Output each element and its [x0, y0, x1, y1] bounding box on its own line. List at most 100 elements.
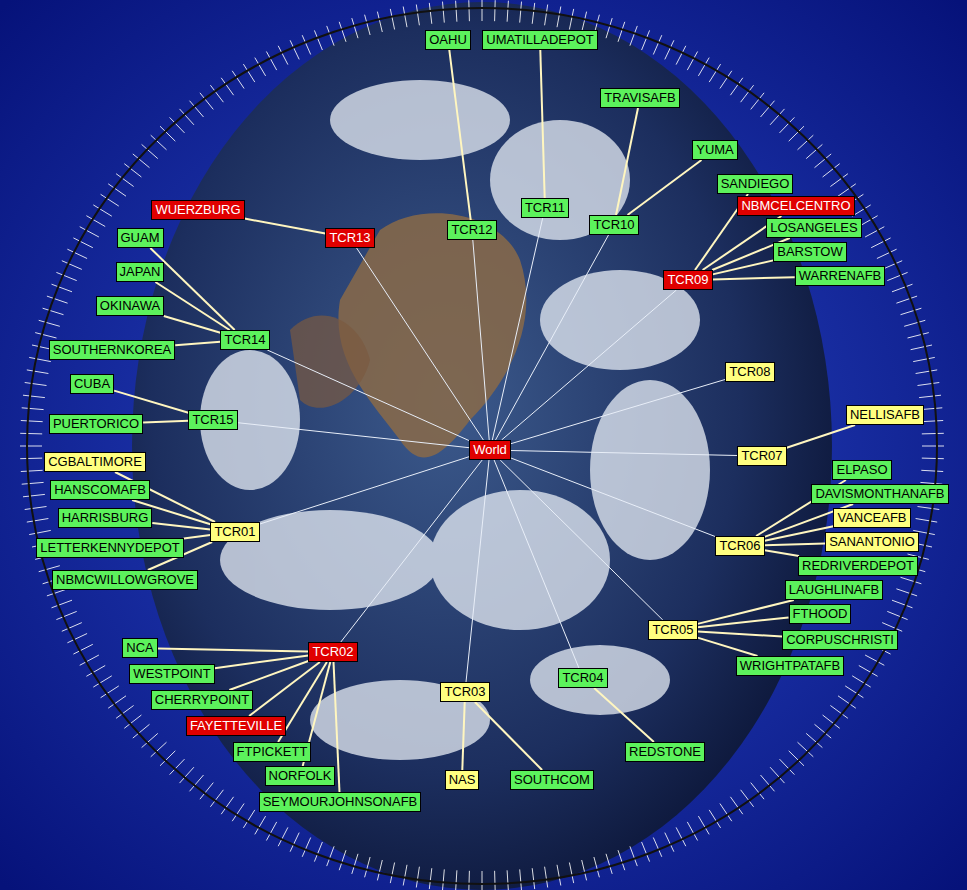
site-node: SEYMOURJOHNSONAFB: [259, 792, 422, 812]
spoke-tick: [352, 18, 358, 38]
tree-connector: [475, 702, 542, 770]
spoke-tick: [569, 863, 573, 884]
spoke-tick: [545, 867, 548, 888]
spoke-tick: [892, 284, 913, 292]
spoke-tick: [468, 871, 470, 890]
node-label: BARSTOW: [777, 244, 843, 259]
node-label: TCR01: [214, 524, 255, 539]
spoke-tick: [365, 15, 371, 35]
node-label: World: [473, 442, 507, 457]
node-label: SOUTHERNKOREA: [53, 342, 171, 357]
spoke-tick: [27, 370, 49, 374]
spoke-tick: [47, 296, 68, 303]
region-node: TCR12: [447, 220, 496, 240]
spoke-tick: [23, 494, 45, 496]
spoke-tick: [904, 320, 925, 326]
spoke-tick: [918, 507, 940, 510]
node-label: REDRIVERDEPOT: [802, 558, 914, 573]
spoke-tick: [520, 2, 522, 23]
spoke-tick: [642, 30, 650, 50]
spoke-tick: [922, 458, 944, 460]
node-label: TCR10: [593, 217, 634, 232]
site-node: SOUTHERNKOREA: [49, 340, 175, 360]
spoke-tick: [429, 868, 432, 889]
spoke-tick: [582, 12, 587, 32]
spoke-tick: [429, 3, 432, 24]
tree-connector: [511, 379, 726, 443]
node-label: REDSTONE: [629, 744, 701, 759]
region-node: TCR11: [521, 198, 569, 218]
site-node: UMATILLADEPOT: [482, 30, 597, 50]
spoke-tick: [456, 870, 457, 890]
site-node: VANCEAFB: [833, 508, 910, 528]
tree-connector: [765, 543, 826, 545]
spoke-tick: [302, 35, 311, 54]
node-label: JAPAN: [120, 264, 161, 279]
spoke-tick: [20, 433, 42, 435]
node-label: DAVISMONTHANAFB: [815, 486, 944, 501]
site-node: FAYETTEVILLE: [186, 716, 286, 736]
site-node: NBMCWILLOWGROVE: [52, 570, 198, 590]
spoke-tick: [456, 1, 457, 22]
spoke-tick: [557, 7, 561, 28]
site-node: GUAM: [117, 228, 164, 248]
spoke-tick: [29, 357, 51, 361]
site-node: LOSANGELES: [766, 218, 861, 238]
node-label: HANSCOMAFB: [54, 482, 146, 497]
node-label: NORFOLK: [269, 768, 332, 783]
site-node: OKINAWA: [96, 296, 164, 316]
spoke-tick: [403, 865, 407, 886]
spoke-tick: [314, 842, 322, 862]
tree-connector: [473, 240, 489, 440]
node-label: SOUTHCOM: [514, 772, 590, 787]
spoke-tick: [482, 871, 483, 890]
tree-connector: [713, 277, 795, 279]
spoke-tick: [390, 9, 394, 30]
site-node: HARRISBURG: [58, 508, 153, 528]
spoke-tick: [416, 5, 419, 26]
node-label: TCR07: [741, 448, 782, 463]
spoke-tick: [416, 867, 419, 888]
site-node: SOUTHCOM: [510, 770, 594, 790]
node-label: FTPICKETT: [237, 744, 308, 759]
node-label: FTHOOD: [793, 606, 848, 621]
site-node: REDSTONE: [625, 742, 705, 762]
spoke-tick: [520, 869, 522, 890]
node-label: TCR03: [444, 684, 485, 699]
tree-connector: [466, 460, 489, 682]
node-label: TCR05: [652, 622, 693, 637]
tree-connector: [492, 218, 542, 440]
site-node: TRAVISAFB: [600, 88, 679, 108]
node-label: NELLISAFB: [850, 407, 920, 422]
node-label: VANCEAFB: [837, 510, 906, 525]
region-node: TCR09: [663, 270, 712, 290]
spoke-tick: [921, 470, 943, 471]
tree-connector: [496, 235, 609, 440]
spoke-tick: [642, 842, 650, 862]
node-label: CGBALTIMORE: [48, 454, 142, 469]
spoke-tick: [290, 40, 299, 59]
tree-connector: [713, 260, 774, 274]
spoke-tick: [653, 35, 662, 54]
spoke-tick: [255, 58, 266, 76]
spoke-tick: [403, 7, 407, 28]
node-label: TCR09: [667, 272, 708, 287]
node-label: HARRISBURG: [62, 510, 149, 525]
site-node: FTPICKETT: [233, 742, 312, 762]
region-node: TCR01: [210, 522, 259, 542]
spoke-tick: [594, 857, 600, 877]
spoke-tick: [21, 470, 43, 471]
node-label: TCR11: [525, 200, 565, 215]
spoke-tick: [494, 871, 496, 890]
region-node: TCR10: [589, 215, 638, 235]
tree-connector: [449, 50, 470, 220]
site-node: SANDIEGO: [717, 174, 794, 194]
spoke-tick: [919, 395, 941, 397]
tree-connector: [245, 219, 326, 234]
spoke-tick: [507, 870, 508, 890]
spoke-tick: [606, 18, 612, 38]
node-label: TCR04: [562, 670, 603, 685]
node-label: TCR06: [719, 538, 760, 553]
tree-connector: [150, 248, 234, 330]
spoke-tick: [901, 577, 922, 584]
